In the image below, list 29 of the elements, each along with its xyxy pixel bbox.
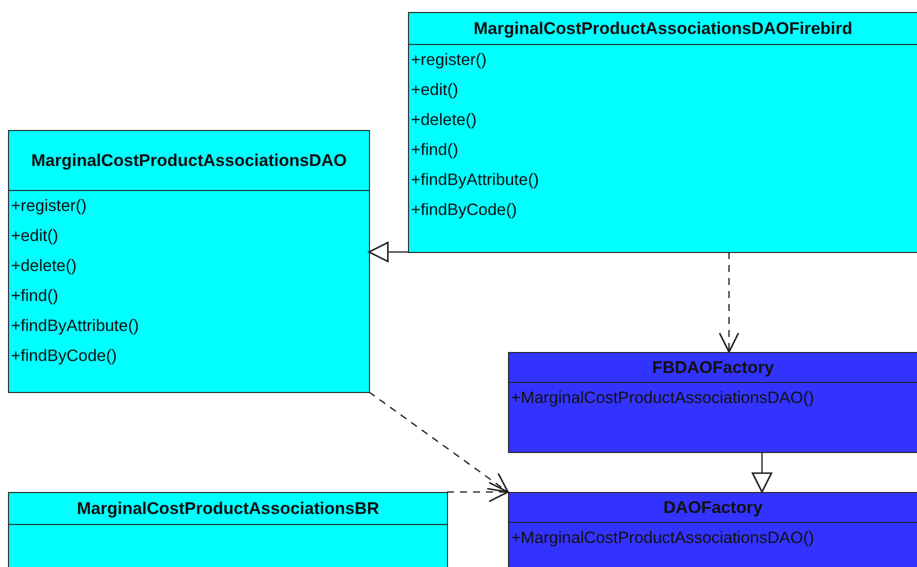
dependency-arrow [718,252,740,353]
class-name: MarginalCostProductAssociationsDAOFirebird [409,13,917,45]
method-text: +find() [410,140,458,161]
class-name: MarginalCostProductAssociationsDAO [9,131,369,191]
realization-arrow [368,242,408,262]
method-text: +findByAttribute() [10,316,139,337]
class-name: FBDAOFactory [509,353,917,383]
class-box [408,12,917,253]
method-text: +edit() [10,226,58,247]
method-text: +find() [10,286,58,307]
method-text: +MarginalCostProductAssociationsDAO() [510,388,814,409]
method-text: +register() [410,50,487,71]
class-box [8,492,448,567]
class-box [8,130,370,393]
dependency-arrow [447,482,509,502]
method-text: +register() [10,196,87,217]
class-name: MarginalCostProductAssociationsBR [9,493,447,525]
dependency-arrow [368,391,509,493]
class-name: DAOFactory [509,493,917,523]
class-box [508,492,917,567]
method-text: +findByAttribute() [410,170,539,191]
method-text: +findByCode() [410,200,517,221]
method-text: +MarginalCostProductAssociationsDAO() [510,528,814,549]
method-text: +edit() [410,80,458,101]
method-text: +delete() [10,256,77,277]
method-text: +findByCode() [10,346,117,367]
method-text: +delete() [410,110,477,131]
class-box [508,352,917,453]
realization-arrow [752,452,772,493]
